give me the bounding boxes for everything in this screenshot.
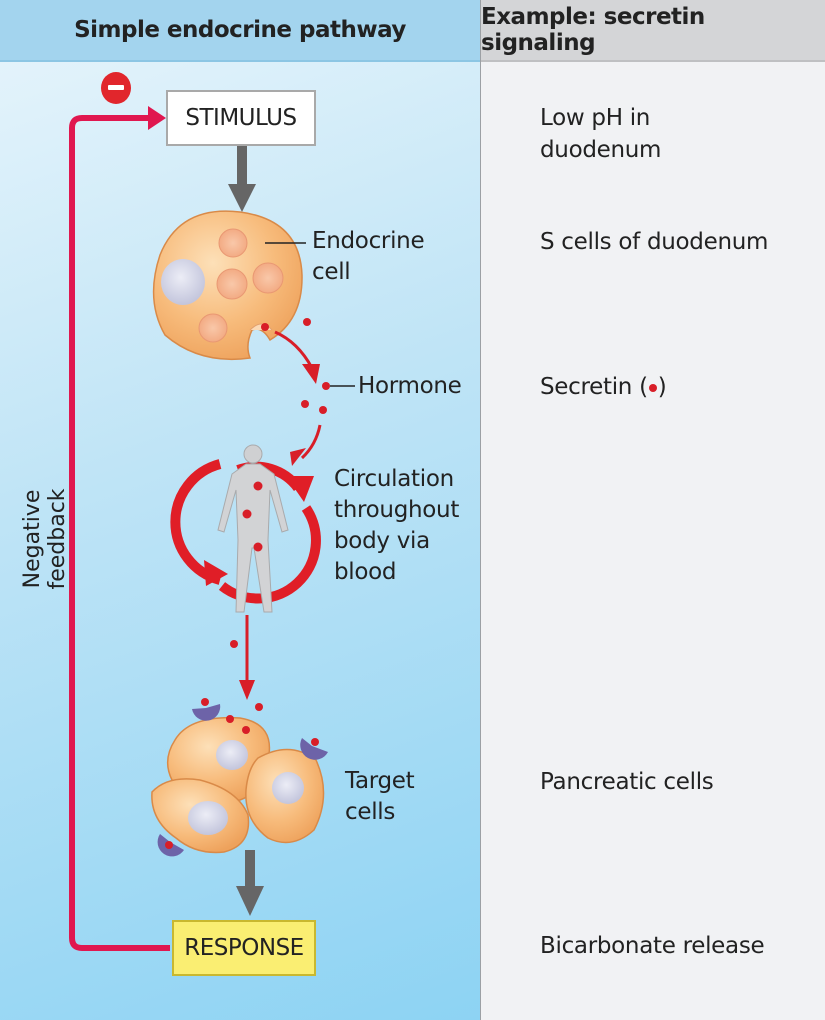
circulation-label-line3: body via bbox=[334, 528, 430, 554]
inhibition-sign-icon bbox=[101, 72, 131, 104]
example-stimulus: Low pH in duodenum bbox=[540, 102, 661, 166]
hormone-label: Hormone bbox=[358, 373, 462, 399]
negative-feedback-line bbox=[69, 106, 170, 951]
receptor-icon bbox=[300, 738, 328, 760]
column-divider bbox=[480, 0, 481, 1020]
hormone-dot-icon bbox=[648, 383, 657, 392]
receptor-icon bbox=[192, 698, 221, 721]
circulation-label: Circulation throughout body via blood bbox=[334, 464, 459, 588]
example-hormone: Secretin () bbox=[540, 371, 667, 403]
example-response: Bicarbonate release bbox=[540, 933, 765, 959]
response-box: RESPONSE bbox=[172, 920, 316, 976]
negative-feedback-label: Negative feedback bbox=[20, 488, 70, 590]
target-cells-label-line1: Target bbox=[345, 768, 415, 794]
endocrine-cell bbox=[152, 210, 306, 361]
endocrine-cell-label: Endocrine cell bbox=[312, 226, 425, 288]
circulation-label-line4: blood bbox=[334, 559, 397, 585]
stimulus-box: STIMULUS bbox=[166, 90, 316, 146]
target-cells bbox=[151, 698, 328, 857]
circulation-label-line1: Circulation bbox=[334, 466, 454, 492]
example-hormone-name: Secretin ( bbox=[540, 374, 648, 400]
example-target: Pancreatic cells bbox=[540, 769, 714, 795]
target-to-response-arrow bbox=[236, 850, 264, 916]
header-right-title: Example: secretin signaling bbox=[481, 4, 705, 56]
circulation-label-line2: throughout bbox=[334, 497, 460, 523]
example-stimulus-line2: duodenum bbox=[540, 137, 662, 163]
receptor-icon bbox=[157, 834, 184, 857]
header-left: Simple endocrine pathway bbox=[0, 0, 480, 62]
example-endocrine-cell: S cells of duodenum bbox=[540, 229, 769, 255]
human-body-icon bbox=[217, 444, 289, 613]
example-stimulus-line1: Low pH in bbox=[540, 105, 651, 131]
target-cells-label: Target cells bbox=[345, 766, 415, 828]
hormone-release bbox=[261, 318, 355, 466]
header-left-title: Simple endocrine pathway bbox=[74, 17, 406, 43]
stimulus-label: STIMULUS bbox=[185, 105, 297, 131]
stimulus-arrow bbox=[228, 146, 256, 212]
hormone-to-target-arrow bbox=[230, 615, 263, 711]
response-label: RESPONSE bbox=[184, 935, 304, 961]
endocrine-cell-label-line2: cell bbox=[312, 259, 351, 285]
endocrine-cell-label-line1: Endocrine bbox=[312, 228, 425, 254]
example-hormone-close: ) bbox=[657, 374, 667, 400]
example-panel bbox=[481, 62, 825, 1020]
header-right: Example: secretin signaling bbox=[481, 0, 825, 62]
target-cells-label-line2: cells bbox=[345, 799, 396, 825]
